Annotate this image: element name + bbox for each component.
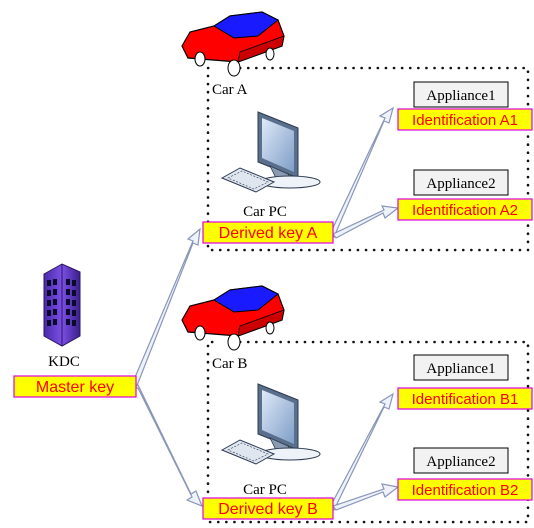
identification-b1-box: Identification B1 xyxy=(397,387,533,410)
car-a-pc-label: Car PC xyxy=(243,204,287,220)
car-b-icon xyxy=(181,285,285,351)
derived-key-a-box: Derived key A xyxy=(202,221,334,244)
car-b-pc-icon xyxy=(220,383,321,465)
master-key-box: Master key xyxy=(13,375,137,398)
kdc-building-icon xyxy=(43,263,81,347)
car-b-appliance-2: Appliance2 xyxy=(413,447,509,474)
derived-key-b-box: Derived key B xyxy=(202,497,334,520)
arrow-master-to-derived-b xyxy=(130,384,204,508)
kdc-label: KDC xyxy=(48,354,80,370)
appliance-label: Appliance2 xyxy=(426,454,495,470)
arrow-derived-b-to-id-b2 xyxy=(332,483,400,511)
car-a-label: Car A xyxy=(212,82,248,98)
arrow-master-to-derived-a xyxy=(132,227,201,390)
derived-key-a-label: Derived key A xyxy=(219,225,318,242)
car-b-appliance-1: Appliance1 xyxy=(413,354,509,381)
arrow-derived-a-to-id-a2 xyxy=(332,205,400,239)
identification-a1-box: Identification A1 xyxy=(397,108,533,131)
appliance-label: Appliance2 xyxy=(426,176,495,192)
car-a-group-border xyxy=(206,66,530,252)
identification-a1-label: Identification A1 xyxy=(412,112,518,129)
arrow-derived-b-to-id-b1 xyxy=(329,392,394,511)
identification-a2-box: Identification A2 xyxy=(397,198,533,221)
identification-b2-label: Identification B2 xyxy=(412,482,519,499)
car-a-appliance-1: Appliance1 xyxy=(413,81,509,108)
derived-key-b-label: Derived key B xyxy=(218,501,318,518)
identification-b1-label: Identification B1 xyxy=(412,391,519,408)
appliance-label: Appliance1 xyxy=(426,88,495,104)
car-a-appliance-2: Appliance2 xyxy=(413,169,509,196)
master-key-label: Master key xyxy=(36,379,114,396)
identification-a2-label: Identification A2 xyxy=(412,202,518,219)
car-a-icon xyxy=(181,11,285,77)
car-b-pc-label: Car PC xyxy=(243,482,287,498)
car-a-pc-icon xyxy=(220,111,321,193)
arrow-derived-a-to-id-a1 xyxy=(329,106,394,238)
car-b-label: Car B xyxy=(212,356,247,372)
appliance-label: Appliance1 xyxy=(426,361,495,377)
arrows xyxy=(130,106,400,511)
identification-b2-box: Identification B2 xyxy=(397,478,533,501)
